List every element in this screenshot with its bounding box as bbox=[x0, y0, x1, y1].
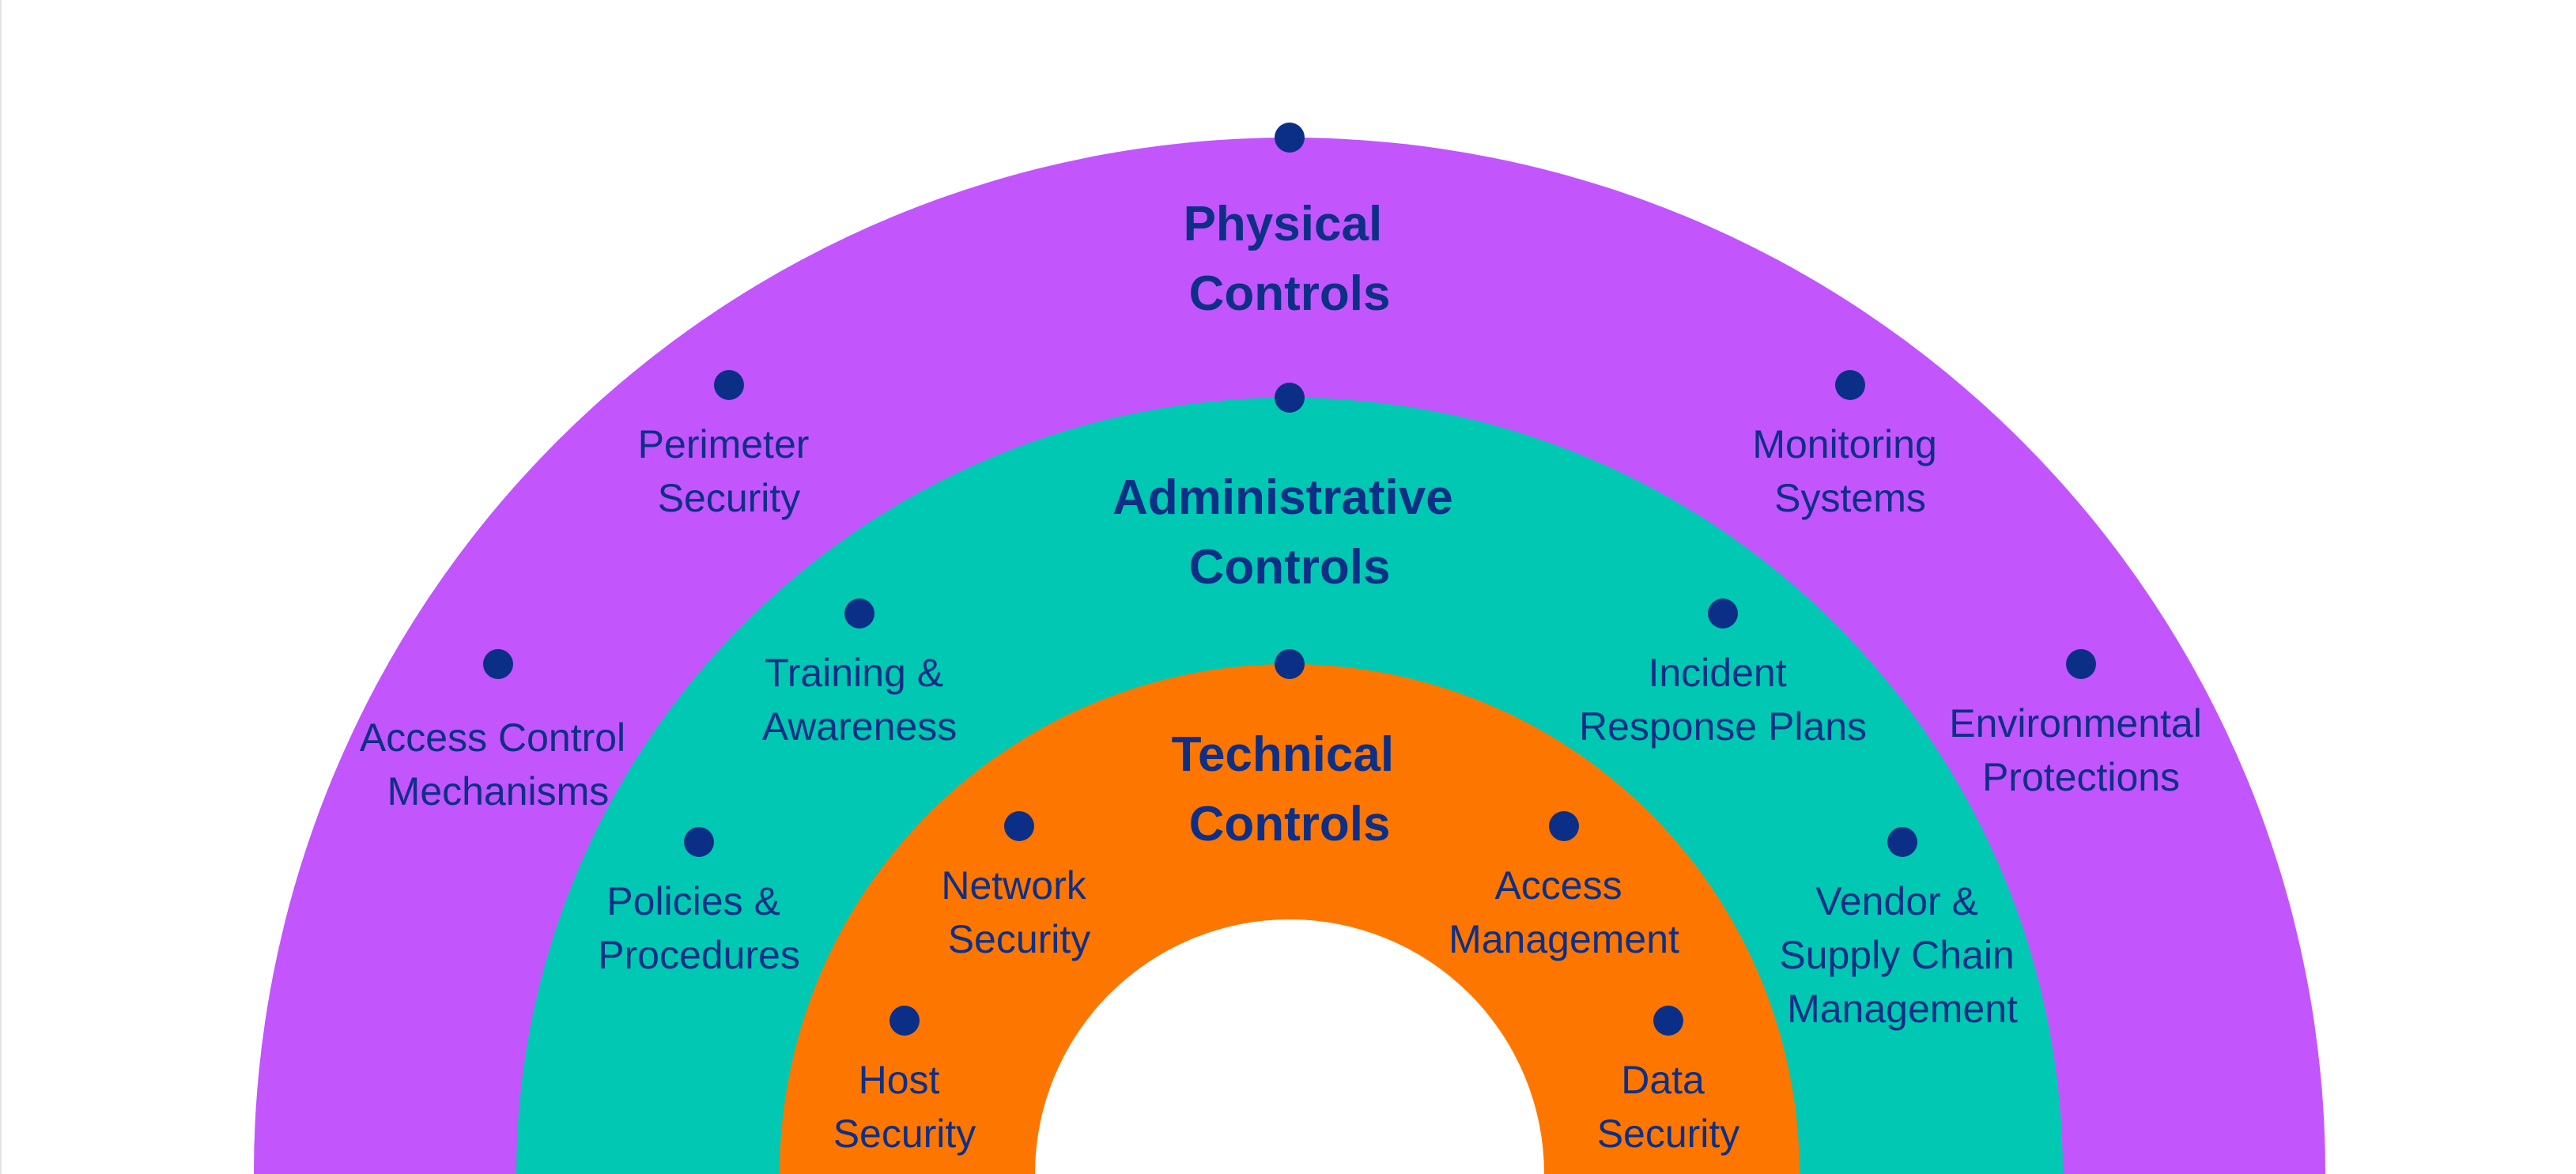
administrative-item-vendor-supply-chain-management: Vendor & Supply Chain Management bbox=[1779, 827, 2025, 1031]
center-void bbox=[1035, 919, 1544, 1174]
technical-controls-title: Technical Controls bbox=[1172, 727, 1408, 851]
item-label: Network Security bbox=[941, 863, 1097, 961]
item-marker bbox=[890, 1006, 920, 1036]
technical-item-network-security: Network Security bbox=[941, 811, 1097, 961]
item-label: Training & Awareness bbox=[762, 651, 957, 749]
item-marker bbox=[2066, 649, 2096, 679]
physical-item-environmental-protections: Environmental Protections bbox=[1949, 649, 2213, 799]
item-marker bbox=[1835, 370, 1865, 400]
item-label: Access Management bbox=[1449, 863, 1679, 961]
physical-ring-marker bbox=[1275, 123, 1305, 153]
technical-item-data-security: Data Security bbox=[1597, 1006, 1740, 1156]
item-label: Monitoring Systems bbox=[1752, 422, 1947, 520]
technical-item-access-management: Access Management bbox=[1449, 811, 1679, 961]
item-marker bbox=[714, 370, 744, 400]
item-label: Access Control Mechanisms bbox=[360, 715, 636, 813]
item-marker bbox=[1708, 598, 1738, 629]
physical-item-monitoring-systems: Monitoring Systems bbox=[1752, 370, 1947, 520]
item-marker bbox=[1004, 811, 1034, 841]
item-label: Host Security bbox=[833, 1058, 976, 1156]
administrative-item-training-awareness: Training & Awareness bbox=[762, 598, 957, 749]
physical-controls-title: Physical Controls bbox=[1184, 197, 1396, 321]
item-label: Policies & Procedures bbox=[598, 879, 800, 977]
technical-controls-ring bbox=[780, 664, 1800, 1174]
administrative-ring-marker bbox=[1275, 383, 1305, 413]
administrative-item-incident-response-plans: Incident Response Plans bbox=[1579, 598, 1867, 749]
technical-item-host-security: Host Security bbox=[833, 1006, 976, 1156]
technical-ring-marker bbox=[1275, 649, 1305, 679]
item-marker bbox=[1549, 811, 1579, 841]
item-label: Perimeter Security bbox=[638, 422, 821, 520]
item-marker bbox=[1887, 827, 1917, 857]
item-label: Incident Response Plans bbox=[1579, 651, 1867, 749]
administrative-controls-title: Administrative Controls bbox=[1112, 470, 1467, 595]
physical-item-perimeter-security: Perimeter Security bbox=[638, 370, 821, 520]
item-label: Data Security bbox=[1597, 1058, 1740, 1156]
ring-markers bbox=[1275, 123, 1305, 679]
administrative-item-policies-procedures: Policies & Procedures bbox=[598, 827, 800, 977]
item-marker bbox=[844, 598, 874, 629]
item-label: Environmental Protections bbox=[1949, 701, 2213, 799]
physical-item-access-control-mechanisms: Access Control Mechanisms bbox=[360, 649, 636, 813]
item-marker bbox=[483, 649, 513, 679]
item-marker bbox=[1653, 1006, 1683, 1036]
item-marker bbox=[684, 827, 714, 857]
item-label: Vendor & Supply Chain Management bbox=[1779, 879, 2025, 1031]
